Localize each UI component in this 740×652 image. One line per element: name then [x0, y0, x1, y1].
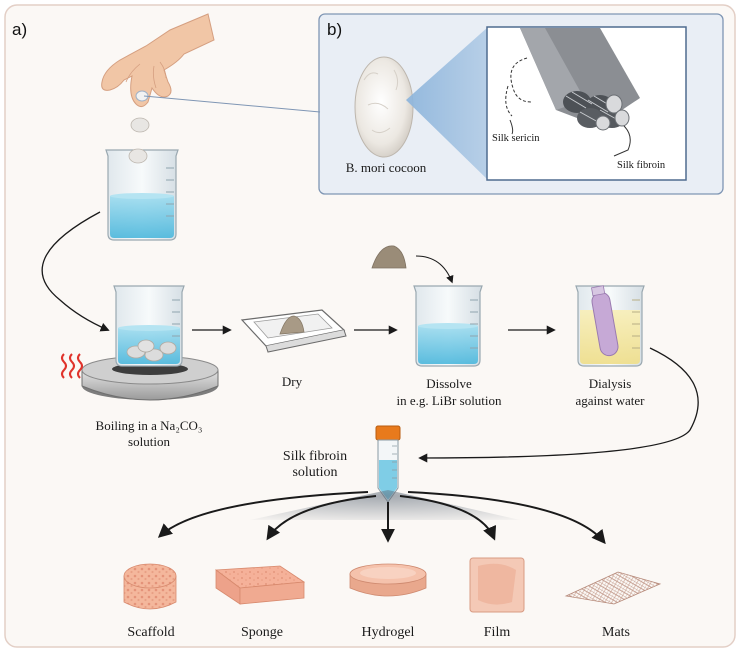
product-label-mats: Mats [602, 625, 630, 640]
film-icon [469, 557, 525, 613]
arrow-to-film [399, 495, 497, 541]
cocoon-label: B. mori cocoon [346, 160, 427, 175]
dry-label: Dry [282, 374, 303, 389]
arrow-to-boiling [41, 211, 110, 332]
dissolve-beaker [371, 245, 483, 367]
arrow-to-scaffold [157, 491, 369, 538]
hand-to-inset-line [143, 95, 321, 113]
product-arrows [157, 491, 606, 545]
dissolve-label-line1: Dissolve [426, 376, 472, 391]
hydrogel-icon [349, 563, 427, 597]
cocoon-shape [354, 56, 414, 158]
product-label-film: Film [484, 625, 511, 640]
dry-tray-icon [240, 309, 347, 353]
dissolve-label-line2: in e.g. LiBr solution [396, 393, 502, 408]
solution-label-line2: solution [292, 465, 337, 480]
panel-a-label: a) [12, 20, 27, 39]
zoom-beam [406, 27, 488, 180]
solution-label-line1: Silk fibroin [283, 449, 347, 464]
product-label-sponge: Sponge [241, 625, 283, 640]
fiber-illustration [505, 28, 640, 157]
boiling-label-line2: solution [128, 434, 170, 449]
fibroin-label: Silk fibroin [617, 160, 666, 171]
mats-icon [564, 571, 662, 605]
dialysis-beaker [575, 285, 645, 367]
arrow-to-sponge [266, 495, 377, 541]
spread-cone [250, 490, 520, 520]
panel-b-label: b) [327, 20, 342, 39]
hand-icon [101, 13, 215, 133]
product-label-hydrogel: Hydrogel [362, 625, 415, 640]
hotplate-beaker [81, 285, 219, 401]
heat-icon [61, 353, 83, 379]
sericin-label: Silk sericin [492, 133, 540, 144]
beaker-water-top [105, 148, 179, 241]
arrow-to-solution [418, 347, 699, 463]
solution-tube [375, 425, 401, 503]
arrow-to-mats [407, 491, 606, 545]
panel-b-inset: b) B. mori cocoon [318, 13, 724, 195]
dialysis-label-line2: against water [576, 393, 646, 408]
boiling-label-line1: Boiling in a Na₂CO₃ [96, 418, 203, 433]
dialysis-label-line1: Dialysis [589, 376, 632, 391]
product-label-scaffold: Scaffold [127, 625, 174, 640]
scaffold-icon [123, 563, 177, 610]
sponge-icon [214, 565, 306, 605]
